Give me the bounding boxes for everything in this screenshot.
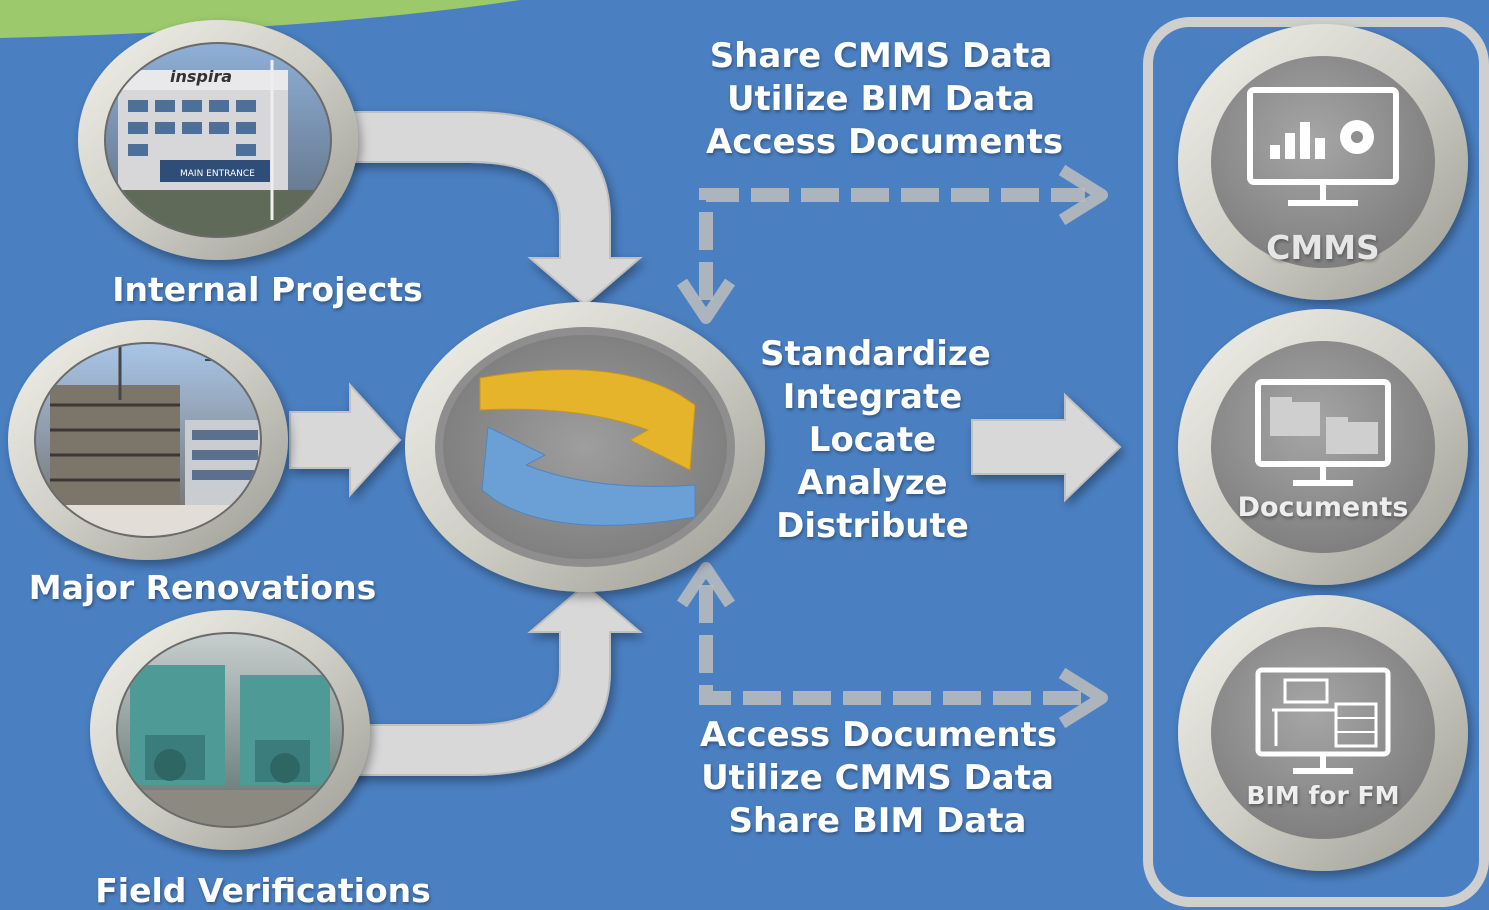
middle-flow-line-1: Standardize — [760, 334, 991, 374]
top-flow-line-1: Share CMMS Data — [709, 36, 1053, 76]
dashed-top-path — [699, 188, 1085, 300]
bottom-flow-line-3: Share BIM Data — [728, 801, 1027, 841]
top-flow-labels: Share CMMS Data Utilize BIM Data Access … — [706, 35, 1064, 164]
monitor-folders-icon — [1255, 379, 1391, 486]
dashed-arrows — [699, 188, 1085, 705]
bottom-flow-line-2: Utilize CMMS Data — [701, 758, 1054, 798]
source-label-field-verifications: Field Verifications — [95, 871, 431, 910]
photo-sign-inspira: inspira — [170, 67, 232, 86]
top-flow-line-2: Utilize BIM Data — [726, 79, 1036, 119]
source-field-verifications — [90, 610, 370, 850]
dashed-top-down-head — [677, 278, 735, 324]
middle-flow-line-3: Locate — [808, 420, 937, 460]
dashed-bottom-head — [1058, 667, 1108, 729]
source-major-renovations — [8, 320, 288, 560]
header-band — [0, 0, 520, 38]
target-label-documents: Documents — [1237, 492, 1409, 523]
source-internal-projects: inspira MAIN ENTRANCE — [78, 20, 358, 260]
monitor-floorplan-icon — [1255, 667, 1391, 774]
hub — [405, 302, 765, 592]
arrow-field-verifications — [329, 583, 643, 776]
dashed-bottom-up-head — [677, 562, 735, 608]
bottom-flow-line-1: Access Documents — [700, 715, 1058, 755]
target-documents — [1178, 309, 1468, 585]
dashed-top-head — [1058, 164, 1108, 226]
bottom-flow-labels: Access Documents Utilize CMMS Data Share… — [700, 714, 1058, 843]
source-arrows — [289, 111, 643, 776]
top-flow-line-3: Access Documents — [706, 122, 1064, 162]
middle-flow-line-2: Integrate — [782, 377, 963, 417]
cycle-arrow-yellow-icon — [479, 369, 696, 471]
cycle-arrow-blue-icon — [481, 426, 696, 526]
source-label-internal-projects: Internal Projects — [112, 270, 423, 309]
target-label-bim-for-fm: BIM for FM — [1246, 781, 1400, 810]
arrow-internal-projects — [329, 111, 643, 307]
source-label-major-renovations: Major Renovations — [28, 568, 377, 607]
middle-flow-line-5: Distribute — [776, 506, 969, 546]
dashed-arrowheads — [677, 164, 1108, 729]
dashed-bottom-path — [699, 585, 1085, 705]
middle-flow-labels: Standardize Integrate Locate Analyze Dis… — [760, 333, 991, 548]
arrow-major-renovations — [289, 382, 402, 498]
target-bim-for-fm — [1178, 595, 1468, 871]
photo-banner: MAIN ENTRANCE — [180, 169, 255, 179]
arrow-to-targets — [971, 392, 1122, 503]
middle-flow-line-4: Analyze — [797, 463, 948, 503]
target-label-cmms: CMMS — [1266, 228, 1380, 267]
targets-panel — [1143, 17, 1489, 907]
monitor-chart-gear-icon — [1247, 87, 1399, 206]
